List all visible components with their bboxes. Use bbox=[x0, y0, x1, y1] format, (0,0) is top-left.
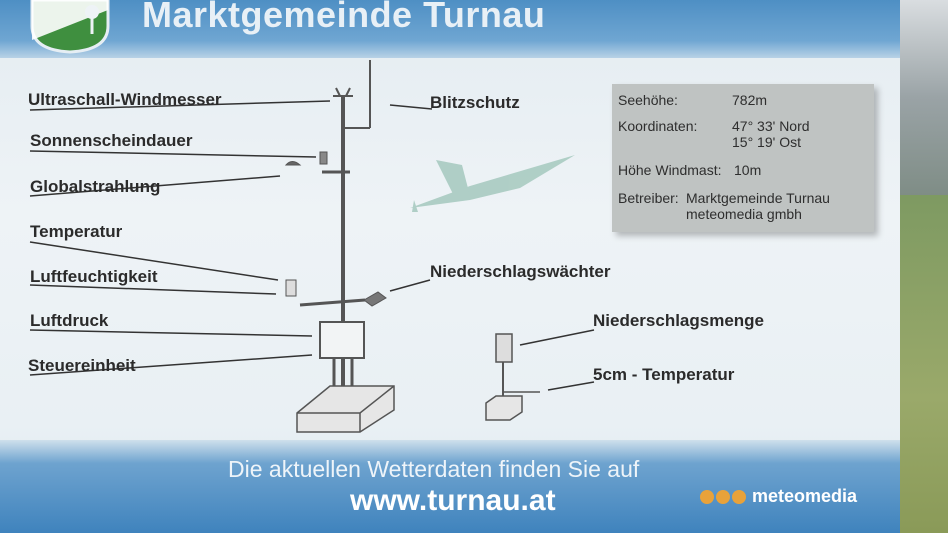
page-title: Marktgemeinde Turnau bbox=[142, 0, 546, 35]
background-sky bbox=[896, 0, 948, 195]
sun-snow-icon bbox=[700, 489, 746, 504]
sign-header-banner bbox=[0, 0, 900, 58]
betreiber-line2: meteomedia gmbh bbox=[686, 206, 802, 222]
weather-station-diagram bbox=[29, 60, 595, 433]
coat-of-arms-icon bbox=[30, 0, 110, 54]
label-5cm-temperatur: 5cm - Temperatur bbox=[593, 365, 735, 384]
koordinaten-ost: 15° 19' Ost bbox=[732, 134, 801, 150]
rain-gauge-mast bbox=[485, 333, 540, 421]
label-temperatur: Temperatur bbox=[30, 222, 123, 241]
label-blitzschutz: Blitzschutz bbox=[430, 93, 520, 112]
koordinaten-label: Koordinaten: bbox=[618, 118, 698, 134]
label-niederschlagswaechter: Niederschlagswächter bbox=[430, 262, 611, 281]
sign-footer-banner bbox=[0, 440, 900, 533]
label-luftdruck: Luftdruck bbox=[30, 311, 109, 330]
windmast-value: 10m bbox=[734, 162, 762, 178]
betreiber-line1: Marktgemeinde Turnau bbox=[686, 190, 830, 206]
label-ultraschall-windmesser: Ultraschall-Windmesser bbox=[28, 90, 222, 109]
label-globalstrahlung: Globalstrahlung bbox=[30, 177, 161, 196]
pointer-lines bbox=[29, 100, 595, 391]
brand-name: meteomedia bbox=[752, 486, 858, 506]
koordinaten-nord: 47° 33' Nord bbox=[732, 118, 810, 134]
background-grass bbox=[896, 195, 948, 533]
meteomedia-logo: meteomedia bbox=[700, 486, 857, 507]
label-niederschlagsmenge: Niederschlagsmenge bbox=[593, 311, 765, 330]
label-steuereinheit: Steuereinheit bbox=[28, 356, 136, 375]
windmast-label: Höhe Windmast: bbox=[618, 162, 722, 178]
glider-icon bbox=[410, 155, 575, 212]
label-sonnenscheindauer: Sonnenscheindauer bbox=[30, 131, 193, 150]
station-info-box: Seehöhe: 782m Koordinaten: 47° 33' Nord … bbox=[612, 84, 874, 232]
footer-url: www.turnau.at bbox=[350, 484, 556, 517]
seehoehe-label: Seehöhe: bbox=[618, 92, 678, 108]
footer-text: Die aktuellen Wetterdaten finden Sie auf bbox=[228, 456, 640, 482]
betreiber-label: Betreiber: bbox=[618, 190, 679, 206]
seehoehe-value: 782m bbox=[732, 92, 768, 108]
main-mast bbox=[284, 60, 395, 433]
label-luftfeuchtigkeit: Luftfeuchtigkeit bbox=[30, 267, 158, 286]
info-sign: Marktgemeinde Turnau bbox=[0, 0, 900, 533]
